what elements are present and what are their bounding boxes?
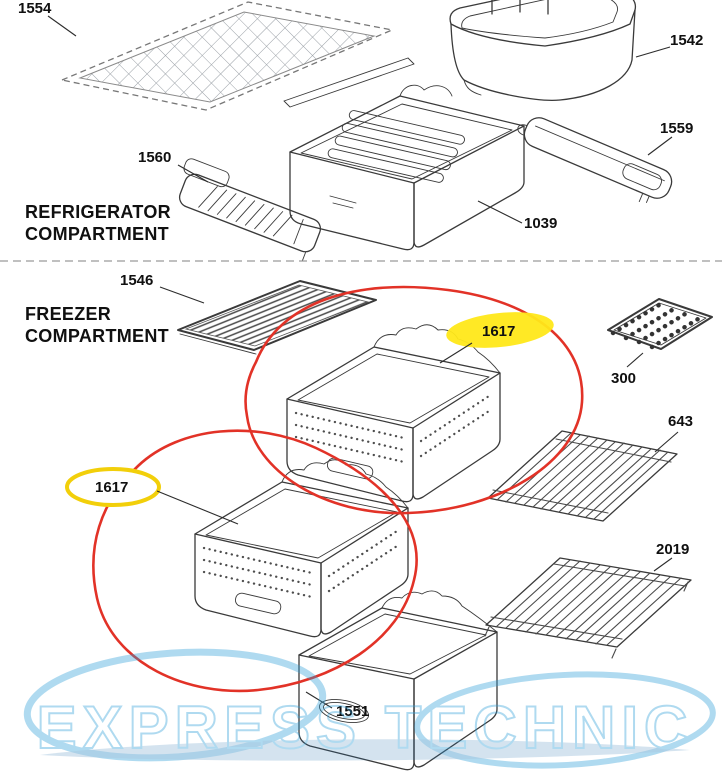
part-1617-lower-freezer-drawer bbox=[194, 459, 409, 638]
part-label-2019: 2019 bbox=[656, 541, 689, 558]
watermark-underline-swoosh bbox=[40, 739, 690, 761]
part-label-300: 300 bbox=[611, 370, 636, 387]
part-1559-rail-right bbox=[517, 117, 673, 203]
part-1617-upper-freezer-drawer bbox=[286, 324, 501, 503]
refrigerator-compartment-title-line2: COMPARTMENT bbox=[25, 224, 169, 244]
annotation-yellow-highlight bbox=[446, 312, 554, 348]
annotation-yellow-ring bbox=[65, 467, 161, 507]
refrigerator-compartment-title-line1: REFRIGERATOR bbox=[25, 202, 171, 222]
part-label-1551: 1551 bbox=[336, 703, 369, 720]
part-label-1617-lower: 1617 bbox=[95, 479, 128, 496]
part-label-1546: 1546 bbox=[120, 272, 153, 289]
freezer-compartment-title-line1: FREEZER bbox=[25, 304, 111, 324]
part-label-1039: 1039 bbox=[524, 215, 557, 232]
part-643-wire-shelf bbox=[487, 430, 678, 522]
watermark-text: EXPRESS TECHNIC bbox=[37, 694, 694, 761]
watermark-swoosh-left bbox=[23, 648, 327, 762]
part-label-1542: 1542 bbox=[670, 32, 703, 49]
annotation-red-circle-upper bbox=[244, 285, 584, 515]
part-1554-glass-shelf bbox=[59, 1, 415, 111]
part-label-1559: 1559 bbox=[660, 120, 693, 137]
part-label-1554: 1554 bbox=[18, 0, 52, 17]
part-label-1617-upper: 1617 bbox=[482, 323, 515, 340]
part-1551-bottom-freezer-drawer bbox=[298, 590, 498, 771]
part-1542-door-bin bbox=[449, 0, 637, 101]
freezer-compartment-title-line2: COMPARTMENT bbox=[25, 326, 169, 346]
part-label-1560: 1560 bbox=[138, 149, 171, 166]
annotation-red-circle-lower bbox=[92, 429, 418, 693]
part-label-643: 643 bbox=[668, 413, 693, 430]
watermark-swoosh-right bbox=[414, 671, 716, 769]
leader-lines bbox=[47, 15, 679, 709]
part-300-ice-tray bbox=[607, 298, 713, 350]
part-1039-crisper-drawer bbox=[289, 84, 525, 251]
part-2019-wire-shelf bbox=[484, 557, 692, 659]
watermark: EXPRESS TECHNIC bbox=[23, 648, 716, 769]
part-1560-rail-left bbox=[178, 158, 322, 262]
